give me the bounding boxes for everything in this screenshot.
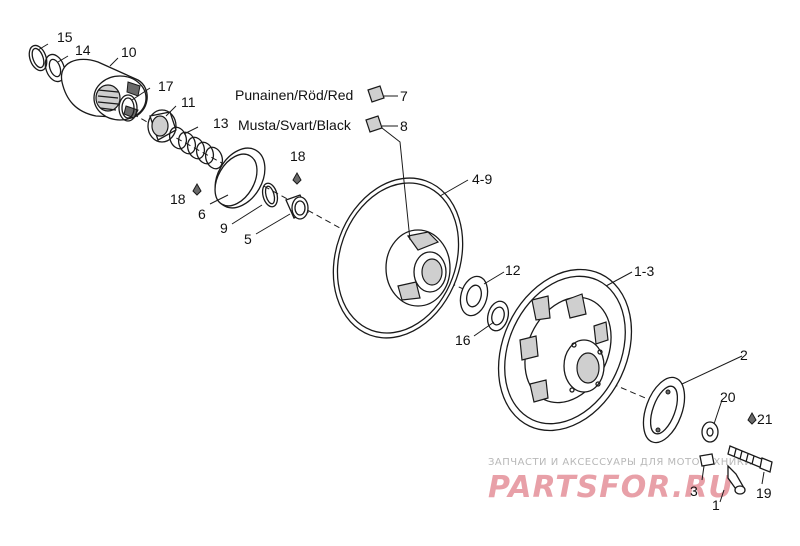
screw-part-8: [365, 115, 383, 133]
callout-17: 17: [158, 78, 174, 94]
snap-ring-part-15: [28, 44, 48, 72]
washer-part-14: [44, 53, 66, 83]
leader-lines: [37, 43, 765, 503]
callout-11: 11: [181, 94, 196, 110]
callout-5: 5: [244, 231, 252, 247]
callout-3: 3: [690, 483, 698, 499]
callout-14: 14: [75, 42, 91, 58]
spring-part-13: [168, 126, 224, 170]
cam-part-10: [60, 58, 148, 121]
watermark-logo: PARTSFOR.RU: [488, 470, 734, 505]
callout-labels: 15 14 10 17 11 13 18 18 6 9 5 Punainen/R…: [57, 29, 773, 513]
callout-7: 7: [400, 88, 408, 104]
callout-9: 9: [220, 220, 228, 236]
callout-8: 8: [400, 118, 408, 134]
callout-21: 21: [757, 411, 773, 427]
screw-part-3: [699, 453, 715, 467]
fixed-sheave-part-1-3: [497, 268, 633, 432]
watermark: ЗАПЧАСТИ И АКСЕССУАРЫ ДЛЯ МОТОТЕХНИКИ PA…: [488, 457, 752, 505]
washer-part-20: [701, 421, 719, 443]
bolt-part-19: [727, 411, 773, 473]
callout-2: 2: [740, 347, 748, 363]
color-label-red: Punainen/Röd/Red: [235, 87, 353, 103]
callout-19: 19: [756, 485, 772, 501]
callout-15: 15: [57, 29, 73, 45]
callout-20: 20: [720, 389, 736, 405]
callout-1-3: 1-3: [634, 263, 654, 279]
movable-sheave-part-4-9: [332, 177, 464, 339]
callout-16: 16: [455, 332, 471, 348]
callout-10: 10: [121, 44, 137, 60]
callout-6: 6: [198, 206, 206, 222]
watermark-tagline: ЗАПЧАСТИ И АКСЕССУАРЫ ДЛЯ МОТОТЕХНИКИ: [488, 457, 752, 468]
grease-point-icon: [192, 171, 302, 196]
band-part-6: [214, 147, 266, 209]
shim-washer-part-12: [459, 275, 489, 317]
callout-13: 13: [213, 115, 229, 131]
screw-part-7: [367, 85, 385, 103]
callout-1: 1: [712, 497, 720, 513]
callout-18-upper: 18: [290, 148, 306, 164]
bushing-part-11: [147, 109, 177, 143]
bolt-part-1: [727, 464, 746, 495]
weight-ring-part-2: [642, 376, 686, 444]
o-ring-part-17: [118, 94, 138, 122]
callout-12: 12: [505, 262, 521, 278]
ring-part-9: [261, 182, 279, 208]
callout-4-9: 4-9: [472, 171, 492, 187]
callout-18-lower: 18: [170, 191, 186, 207]
bushing-part-5: [285, 194, 309, 220]
color-label-black: Musta/Svart/Black: [238, 117, 352, 133]
